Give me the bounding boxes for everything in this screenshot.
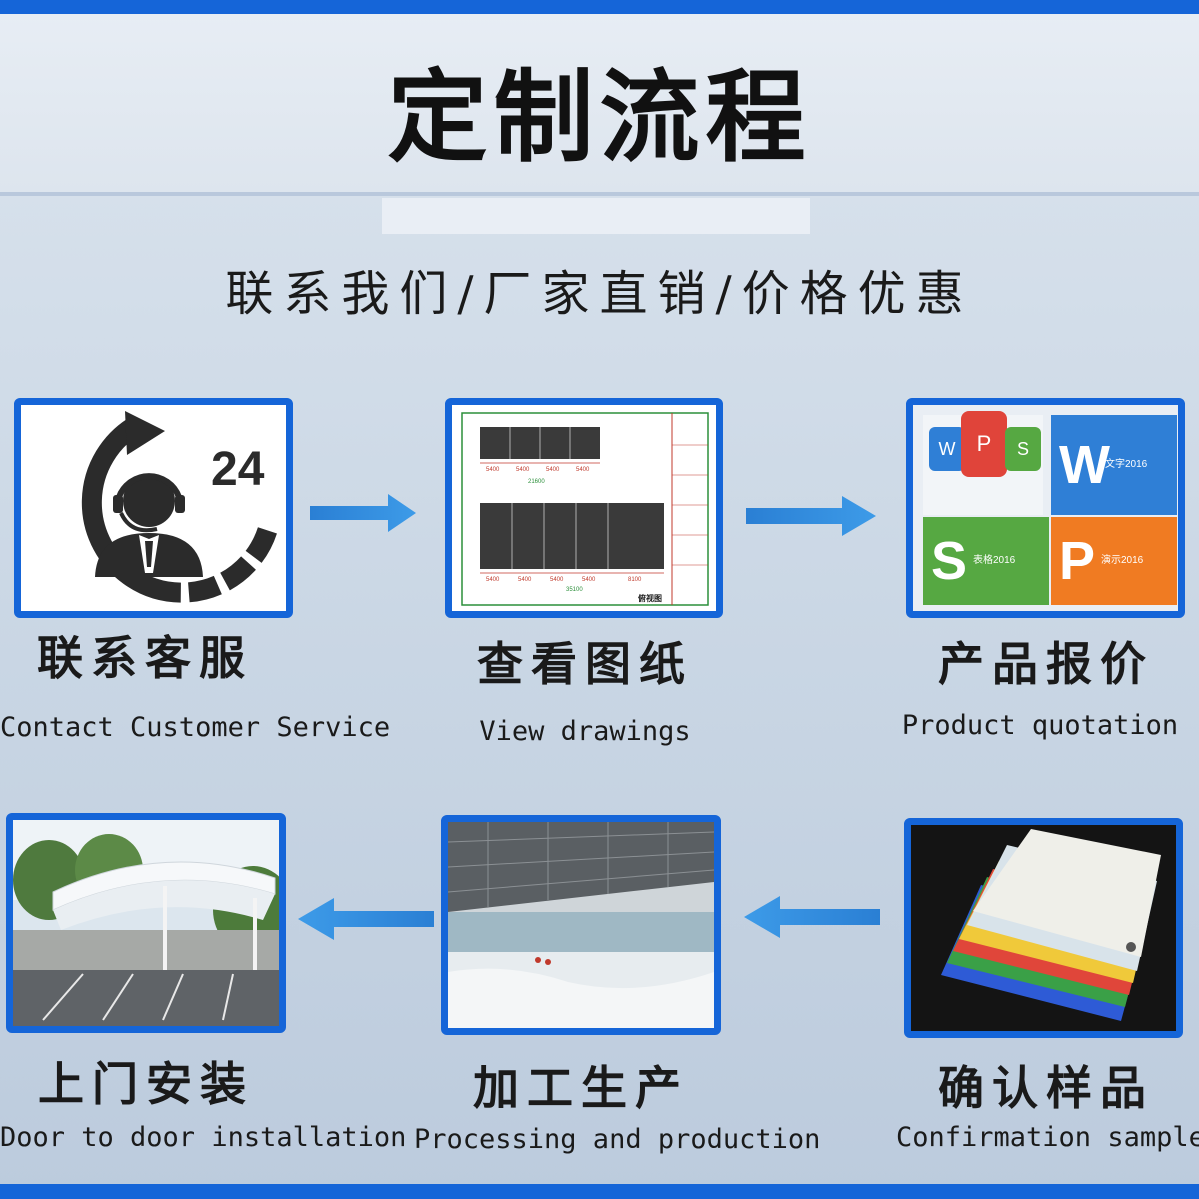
step-drawings-title: 查看图纸 [477, 637, 693, 691]
bottom-accent-bar [0, 1184, 1199, 1199]
step-contact-title: 联系客服 [37, 631, 253, 685]
sample-swatches-photo [911, 825, 1176, 1031]
step-quotation-subtitle: Product quotation [901, 710, 1179, 741]
arrow-left-icon [298, 898, 434, 940]
title-tab [382, 198, 810, 234]
step-production-subtitle: Processing and production [414, 1124, 821, 1155]
svg-text:5400: 5400 [486, 467, 500, 473]
factory-photo [448, 822, 714, 1028]
drawing-caption: 俯视图 [638, 593, 662, 603]
step-contact-subtitle: Contact Customer Service [0, 712, 391, 743]
presentation-label: 演示2016 [1101, 555, 1144, 566]
wps-sheets-tile: S 表格2016 [923, 517, 1049, 605]
customer-service-24h-icon: 24 [81, 411, 279, 603]
wps-s-badge: S [1005, 427, 1041, 471]
step-quotation-title: 产品报价 [938, 637, 1154, 691]
header-band [0, 14, 1199, 192]
svg-text:35100: 35100 [566, 587, 583, 593]
svg-text:5400: 5400 [576, 467, 590, 473]
writer-label: 文字2016 [1105, 459, 1148, 470]
svg-text:5400: 5400 [486, 577, 500, 583]
svg-text:5400: 5400 [550, 577, 564, 583]
step-sample-subtitle: Confirmation sample [896, 1122, 1199, 1153]
sheets-letter: S [931, 531, 968, 591]
arrow-right-icon [746, 496, 876, 536]
wps-p-badge: P [961, 411, 1007, 477]
step-production-title: 加工生产 [473, 1061, 689, 1115]
step-installation-subtitle: Door to door installation [0, 1122, 407, 1153]
svg-text:5400: 5400 [582, 577, 596, 583]
svg-text:21600: 21600 [528, 479, 545, 485]
installation-card [6, 813, 286, 1033]
svg-text:5400: 5400 [546, 467, 560, 473]
step-installation-title: 上门安装 [38, 1057, 254, 1111]
wps-w-badge: W [929, 427, 965, 471]
page-subtitle: 联系我们/厂家直销/价格优惠 [225, 266, 974, 322]
step-sample-title: 确认样品 [938, 1061, 1154, 1115]
wps-presentation-tile: P 演示2016 [1051, 517, 1177, 605]
quotation-card: W P S W 文字2016 S 表格2016 P 演示2016 [906, 398, 1185, 618]
floor-plan-drawing: 5400 5400 5400 5400 21600 5400 5400 5400… [461, 412, 709, 606]
drawing-card: 5400 5400 5400 5400 21600 5400 5400 5400… [445, 398, 723, 618]
header-divider [0, 192, 1199, 196]
arrow-right-icon [310, 494, 416, 532]
presentation-letter: P [1059, 531, 1096, 591]
sample-card [904, 818, 1183, 1038]
hours-label: 24 [211, 443, 265, 496]
svg-text:8100: 8100 [628, 577, 642, 583]
carport-photo [13, 820, 279, 1026]
writer-letter: W [1059, 435, 1110, 495]
wps-writer-tile: W 文字2016 [1051, 415, 1177, 515]
svg-text:5400: 5400 [516, 467, 530, 473]
customer-service-card: 24 [14, 398, 293, 618]
step-drawings-subtitle: View drawings [479, 716, 691, 747]
factory-card [441, 815, 721, 1035]
svg-text:5400: 5400 [518, 577, 532, 583]
top-accent-bar [0, 0, 1199, 14]
page-title: 定制流程 [387, 59, 812, 176]
sheets-label: 表格2016 [973, 555, 1016, 566]
arrow-left-icon [744, 896, 880, 938]
